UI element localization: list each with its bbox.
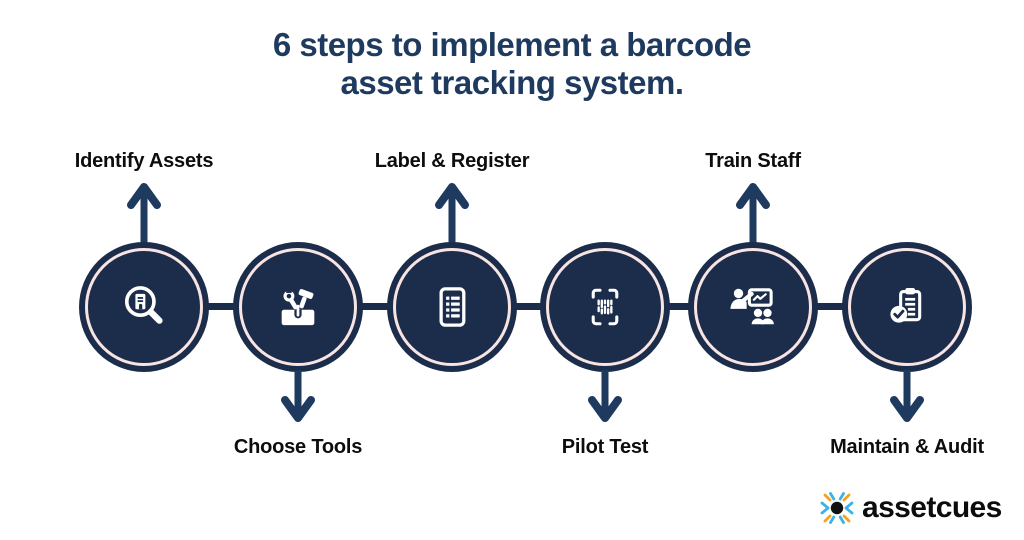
- down-arrow-step-4: [588, 370, 622, 422]
- clipboard-check-icon: [890, 287, 922, 323]
- assetcues-logo: assetcues: [816, 486, 1002, 530]
- connector-4-5: [663, 303, 699, 310]
- step-label-pilot-test: Pilot Test: [561, 436, 649, 458]
- toolbox-icon: [281, 288, 315, 326]
- up-arrow-step-3: [435, 183, 469, 248]
- step-label-identify-assets: Identify Assets: [74, 150, 214, 172]
- step-circle-choose-tools: [239, 248, 357, 366]
- step-circle-train-staff: [694, 248, 812, 366]
- step-circle-pilot-test: [546, 248, 664, 366]
- magnifier-building-icon: [124, 286, 163, 324]
- connector-1-2: [202, 303, 244, 310]
- down-arrow-step-6: [890, 370, 924, 422]
- up-arrow-step-1: [127, 183, 161, 248]
- training-presentation-icon: [730, 288, 774, 325]
- step-label-train-staff: Train Staff: [705, 150, 801, 172]
- connector-2-3: [356, 303, 397, 310]
- connector-3-4: [510, 303, 550, 310]
- down-arrow-step-2: [281, 370, 315, 422]
- document-list-icon: [439, 287, 466, 327]
- barcode-scan-icon: [591, 288, 619, 326]
- step-circle-label-register: [393, 248, 511, 366]
- step-label-label-register: Label & Register: [374, 150, 530, 172]
- infographic-title: 6 steps to implement a barcode asset tra…: [0, 26, 1024, 101]
- step-circle-maintain-audit: [848, 248, 966, 366]
- step-label-choose-tools: Choose Tools: [233, 436, 363, 458]
- up-arrow-step-5: [736, 183, 770, 248]
- step-circle-identify-assets: [85, 248, 203, 366]
- assetcues-logo-text: assetcues: [862, 491, 1002, 524]
- assetcues-starburst-icon: [820, 492, 854, 524]
- connector-5-6: [811, 303, 853, 310]
- title-line-1: 6 steps to implement a barcode: [272, 26, 752, 63]
- step-label-maintain-audit: Maintain & Audit: [830, 436, 984, 458]
- title-line-2: asset tracking system.: [340, 63, 684, 101]
